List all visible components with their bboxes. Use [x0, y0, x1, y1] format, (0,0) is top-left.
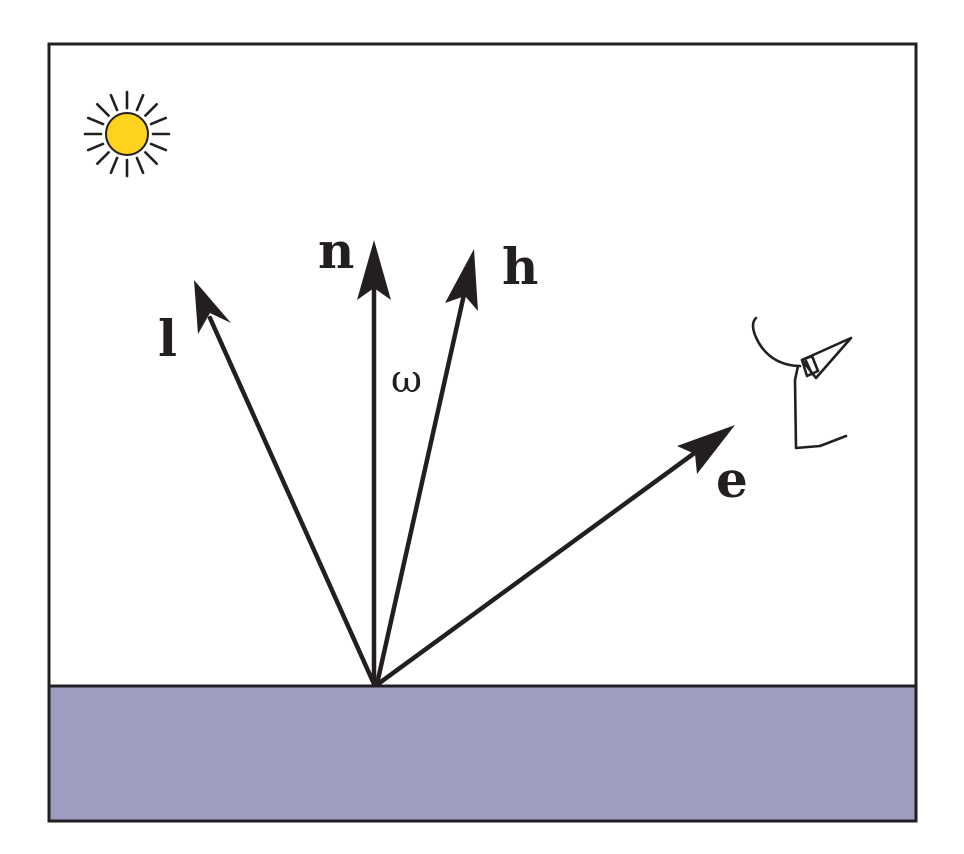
- sun-icon: [83, 90, 171, 178]
- normal-arrowhead: [357, 240, 391, 300]
- label-half: h: [502, 237, 538, 296]
- sun-ray: [144, 151, 159, 166]
- surface: [49, 686, 916, 821]
- half-vector: [374, 249, 478, 687]
- sun-ray: [109, 156, 119, 175]
- light-vector: [194, 280, 377, 687]
- sun-ray: [149, 116, 168, 126]
- eye-icon: [751, 316, 853, 450]
- viewer-face-outline: [793, 364, 848, 450]
- normal-vector: [357, 240, 391, 687]
- viewer-eye-lens: [800, 354, 820, 378]
- label-angle: ω: [391, 357, 422, 401]
- eye-vector: [375, 425, 735, 687]
- sun-ray: [144, 102, 159, 117]
- viewer-head-outline: [751, 316, 802, 368]
- sun-ray: [86, 116, 105, 126]
- sun-ray: [149, 142, 168, 152]
- eye-arrowhead: [677, 425, 735, 474]
- label-light: l: [158, 309, 177, 368]
- label-eye: e: [716, 450, 748, 509]
- sun-ray: [135, 93, 145, 112]
- half-arrowhead: [445, 249, 478, 311]
- light-arrowhead: [194, 280, 231, 334]
- sun-ray: [135, 156, 145, 175]
- sun-rays: [83, 90, 171, 178]
- sun-ray: [95, 151, 110, 166]
- sun-ray: [95, 102, 110, 117]
- label-normal: n: [318, 221, 354, 280]
- sun-disc: [105, 112, 149, 156]
- sun-ray: [86, 142, 105, 152]
- frame-border: [47, 42, 918, 823]
- sun-ray: [109, 93, 119, 112]
